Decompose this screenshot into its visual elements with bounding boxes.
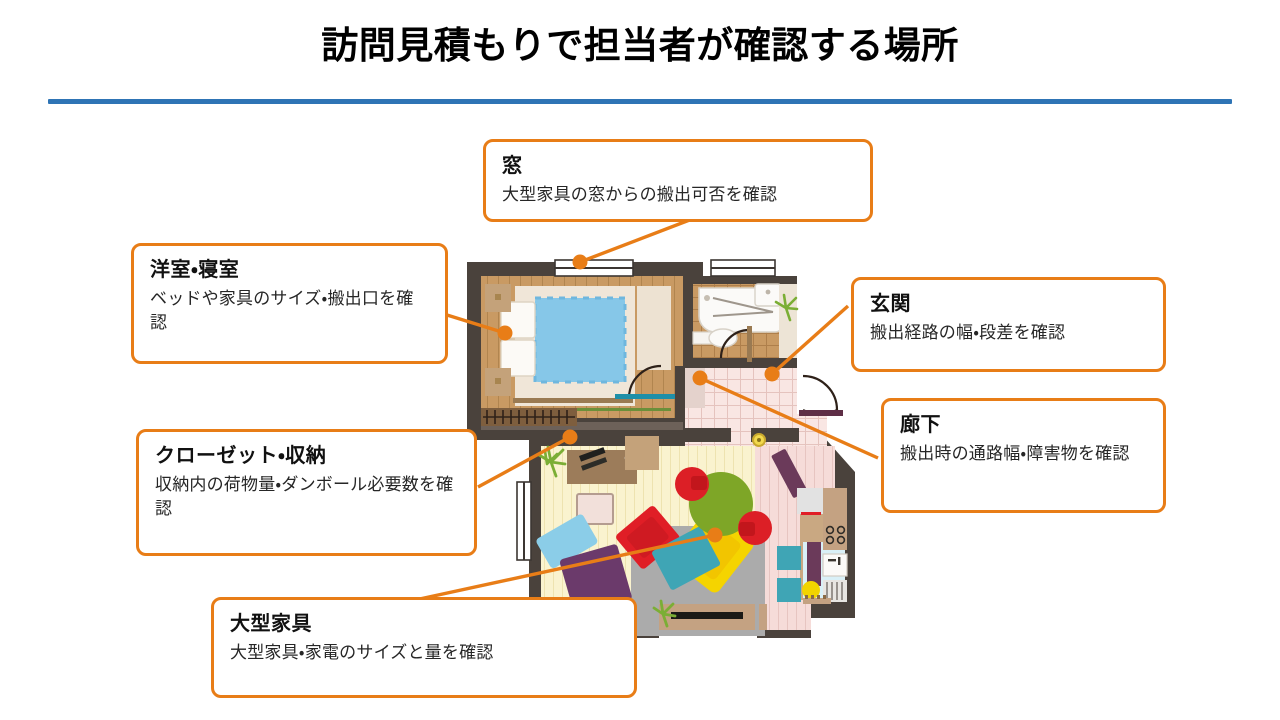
chair-red-1 (675, 467, 709, 501)
callout-closet[interactable]: クローゼット・収納 収納内の荷物量・ダンボール必要数を確認 (136, 429, 477, 556)
title-divider (48, 99, 1232, 104)
callout-bedroom-desc: ベッドや家具のサイズ・搬出口を確認 (150, 289, 414, 333)
callout-large-furniture-title: 大型家具 (230, 613, 312, 635)
callout-hall-title: 廊下 (900, 414, 941, 436)
bedroom-furniture (481, 284, 675, 426)
balcony-bottom (652, 599, 767, 630)
callout-bedroom[interactable]: 洋室・寝室 ベッドや家具のサイズ・搬出口を確認 (131, 243, 448, 364)
callout-entrance-desc: 搬出経路の幅・段差を確認 (870, 323, 1066, 342)
callout-hall-desc: 搬出時の通路幅・障害物を確認 (900, 444, 1130, 463)
callout-window[interactable]: 窓 大型家具の窓からの搬出可否を確認 (483, 139, 873, 222)
hall-kitchen-items (771, 449, 848, 604)
window-living-left (516, 481, 532, 561)
callout-entrance-title: 玄関 (870, 293, 911, 315)
callout-window-title: 窓 (502, 155, 523, 177)
callout-closet-desc: 収納内の荷物量・ダンボール必要数を確認 (155, 475, 454, 519)
callout-large-furniture[interactable]: 大型家具 大型家具・家電のサイズと量を確認 (211, 597, 637, 698)
window-bath (710, 259, 776, 277)
callout-window-desc: 大型家具の窓からの搬出可否を確認 (502, 185, 778, 204)
callout-large-furniture-desc: 大型家具・家電のサイズと量を確認 (230, 643, 494, 662)
callout-bedroom-title: 洋室・寝室 (150, 259, 240, 281)
callout-closet-title: クローゼット・収納 (155, 445, 327, 467)
page-title: 訪問見積もりで担当者が確認する場所 (321, 25, 959, 66)
callout-entrance[interactable]: 玄関 搬出経路の幅・段差を確認 (851, 277, 1166, 372)
callout-hall[interactable]: 廊下 搬出時の通路幅・障害物を確認 (881, 398, 1166, 513)
window-bedroom (554, 259, 634, 277)
chair-red-2 (738, 511, 772, 545)
